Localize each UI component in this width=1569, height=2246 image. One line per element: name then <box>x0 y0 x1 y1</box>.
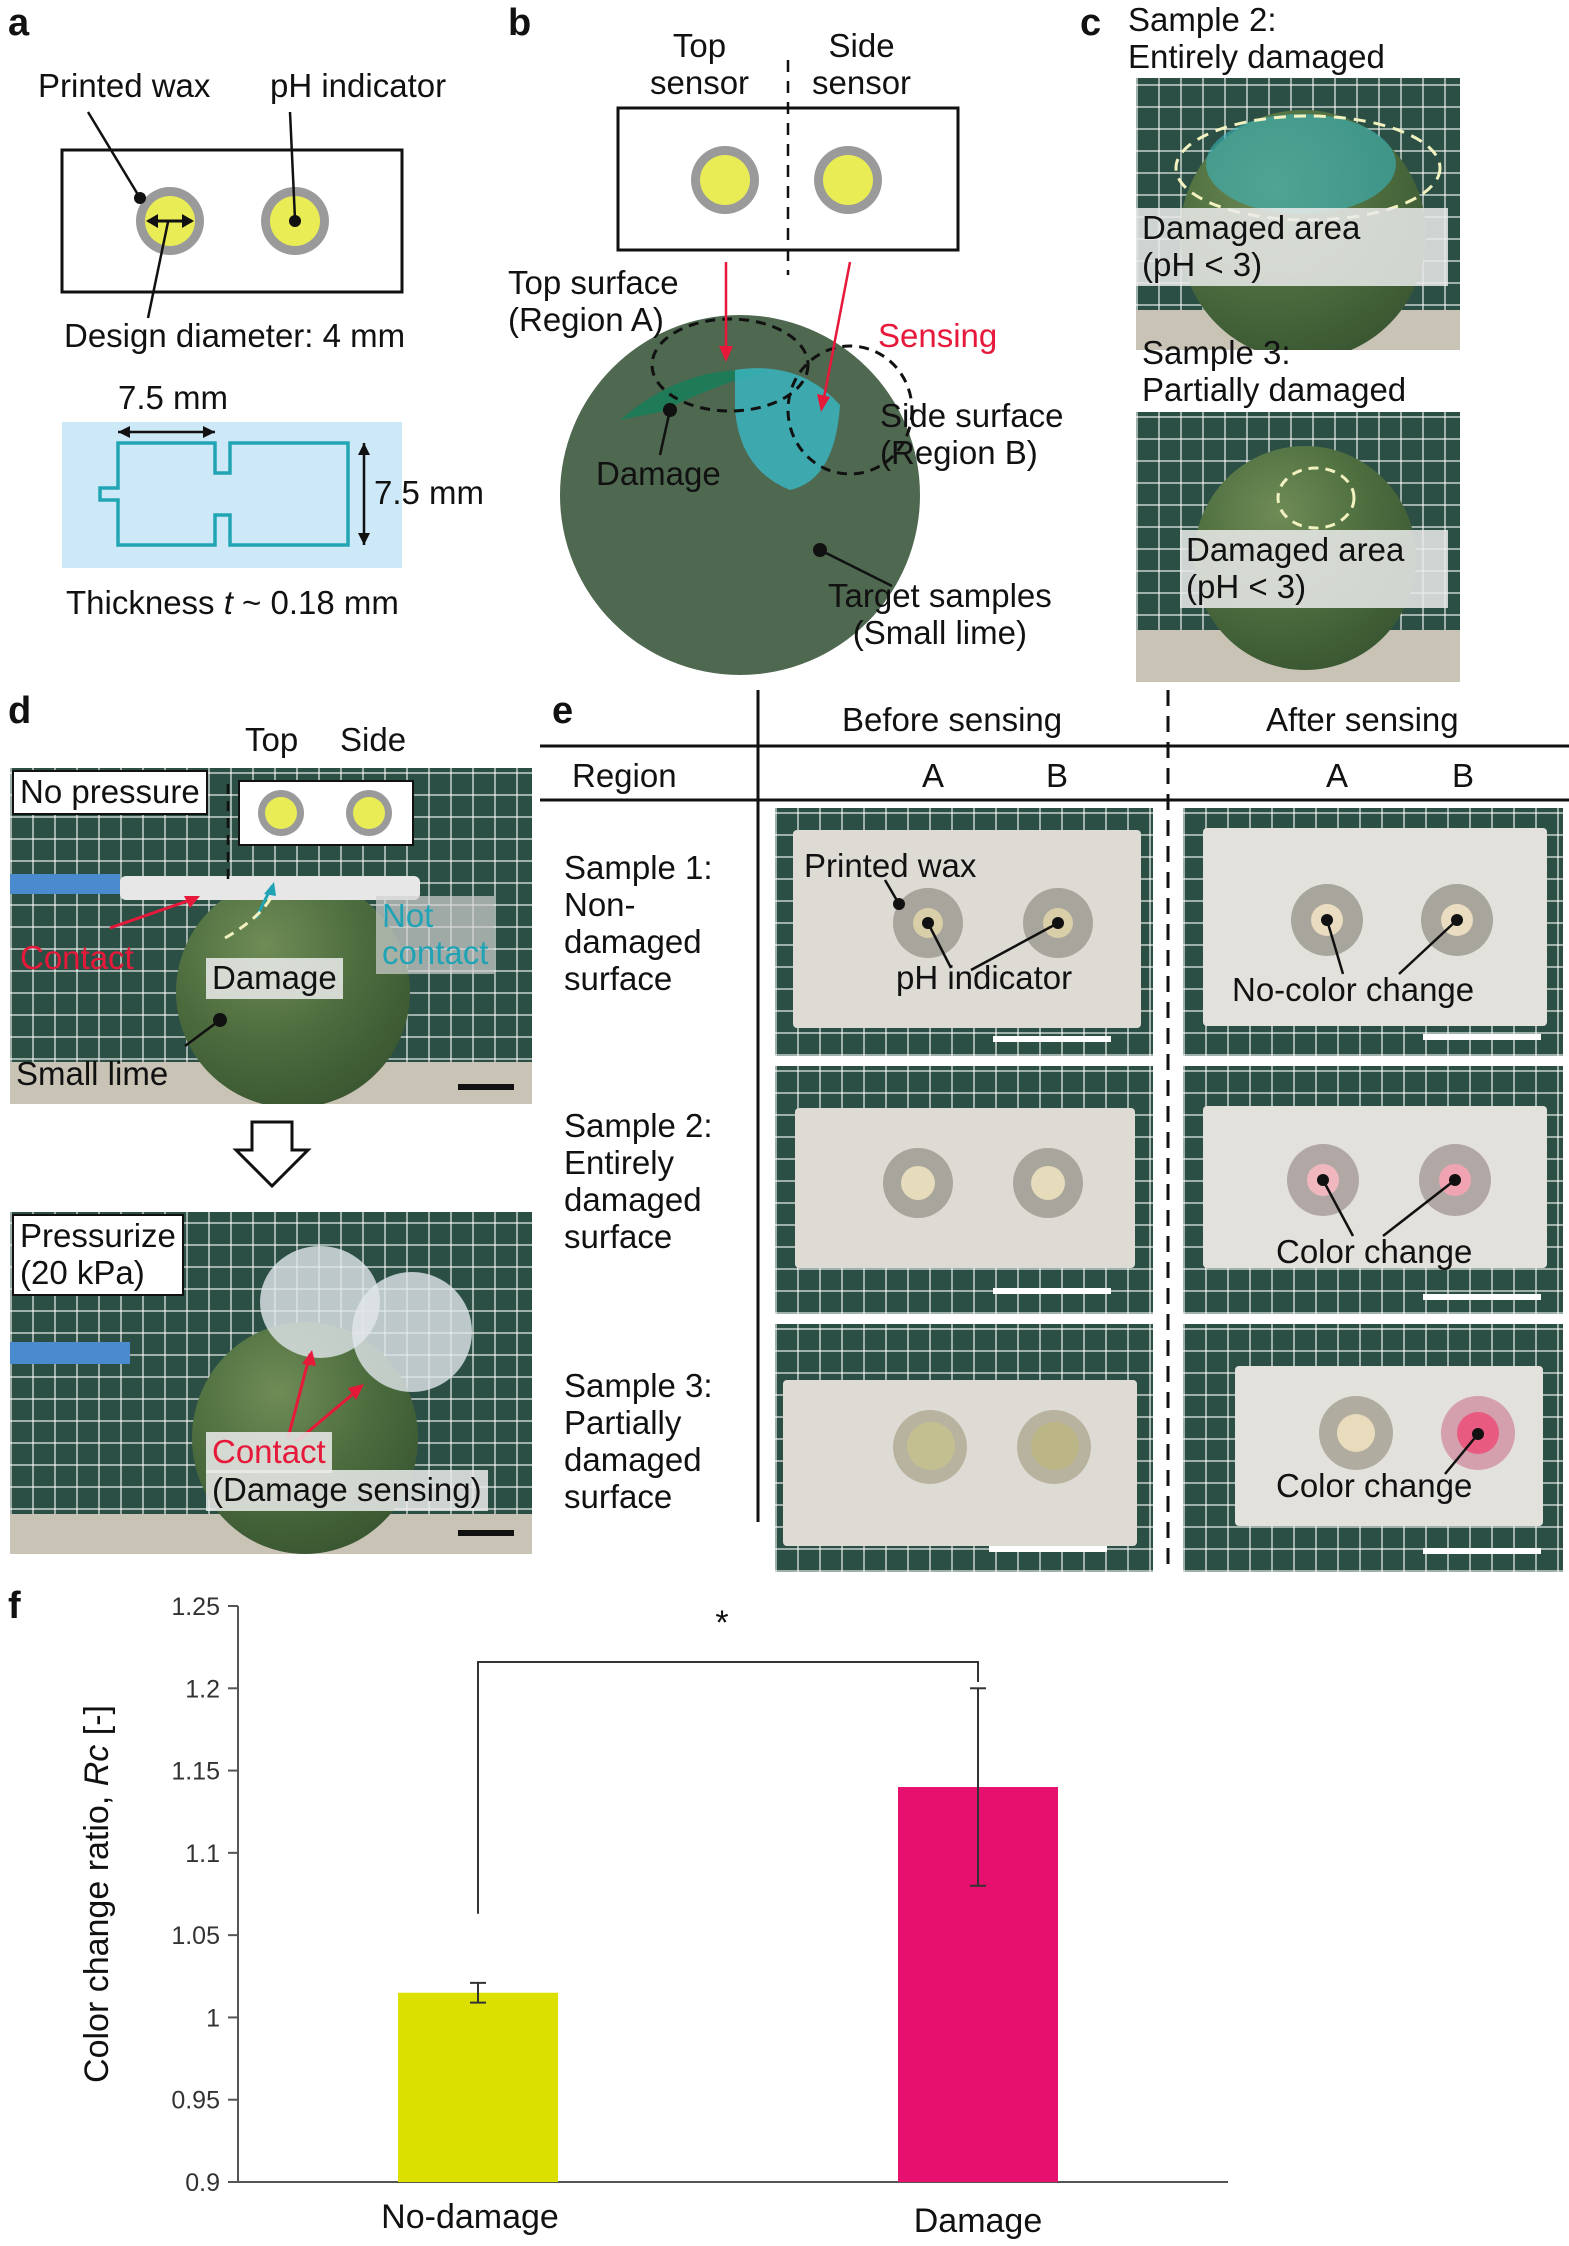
y-axis-label: Color change ratio, Rc [-] <box>78 1705 116 2083</box>
e-table-grid <box>540 690 1569 1570</box>
target-samples-label: Target samples(Small lime) <box>828 577 1052 651</box>
before-sensing-header: Before sensing <box>842 701 1063 738</box>
damage-label-b: Damage <box>596 455 721 492</box>
before-col-a: A <box>922 757 945 794</box>
d-side-label: Side <box>340 721 407 758</box>
ph-indicator-label: pH indicator <box>270 67 447 104</box>
panel-label-f: f <box>8 1585 21 1627</box>
contact-label: Contact <box>20 939 134 976</box>
bar-no-damage <box>398 1992 558 2182</box>
pressurize-box: Pressurize(20 kPa) <box>12 1214 184 1296</box>
after-col-a: A <box>1326 757 1349 794</box>
sensor-diagram-a <box>60 111 404 568</box>
damage-sensing-label: (Damage sensing) <box>206 1470 488 1511</box>
x-category-label: No-damage <box>381 2198 559 2236</box>
sensing-label: Sensing <box>878 317 998 354</box>
color-change-label-3: Color change <box>1276 1467 1473 1504</box>
width-dimension-label: 7.5 mm <box>118 379 229 416</box>
panel-label-e: e <box>552 690 574 732</box>
small-lime-label: Small lime <box>16 1055 169 1092</box>
d-top-label: Top <box>245 721 299 758</box>
thickness-label: Thickness t ~ 0.18 mm <box>66 584 399 621</box>
before-col-b: B <box>1046 757 1069 794</box>
significance-marker: * <box>715 1604 728 1642</box>
y-tick-label: 1.2 <box>185 1675 220 1703</box>
after-sensing-header: After sensing <box>1266 701 1459 738</box>
significance-bracket <box>477 1661 979 1914</box>
y-tick-label: 1 <box>206 2004 220 2032</box>
y-tick-label: 0.9 <box>185 2169 220 2197</box>
sample2-title: Sample 2:Entirely damaged <box>1128 1 1385 75</box>
y-tick-label: 1.25 <box>171 1593 220 1621</box>
x-category-label: Damage <box>914 2202 1043 2240</box>
y-tick-label: 1.15 <box>171 1758 220 1786</box>
side-surface-label: Side surface(Region B) <box>880 397 1064 471</box>
no-color-change-label: No-color change <box>1232 971 1475 1008</box>
s1-after-photo <box>1183 808 1563 1056</box>
e-printed-wax-label: Printed wax <box>804 847 977 884</box>
panel-label-b: b <box>508 2 532 44</box>
sample3-damaged-area-box: Damaged area(pH < 3) <box>1180 530 1448 608</box>
no-pressure-box: No pressure <box>12 770 208 815</box>
s3-after-photo <box>1183 1324 1563 1572</box>
color-change-label-2: Color change <box>1276 1233 1473 1270</box>
y-tick-label: 1.1 <box>185 1840 220 1868</box>
d-sensor-inset <box>238 780 414 846</box>
region-header: Region <box>572 757 677 794</box>
design-diameter-label: Design diameter: 4 mm <box>64 317 406 354</box>
contact2-label: Contact <box>206 1432 332 1473</box>
s2-before-photo <box>775 1066 1153 1314</box>
down-arrow-icon <box>232 1120 312 1189</box>
panel-label-d: d <box>8 690 32 732</box>
y-tick-label: 1.05 <box>171 1922 220 1950</box>
sample3-title: Sample 3:Partially damaged <box>1142 334 1407 408</box>
s3-before-photo <box>775 1324 1153 1572</box>
d-damage-label: Damage <box>206 958 343 999</box>
after-col-b: B <box>1452 757 1475 794</box>
panel-label-c: c <box>1080 2 1102 44</box>
top-surface-label: Top surface(Region A) <box>508 264 679 338</box>
height-dimension-label: 7.5 mm <box>374 474 485 511</box>
panel-label-a: a <box>8 2 30 44</box>
s1-before-photo <box>775 808 1153 1056</box>
sample2-damaged-area-box: Damaged area(pH < 3) <box>1136 208 1448 286</box>
y-tick-label: 0.95 <box>171 2087 220 2115</box>
e-ph-indicator-label: pH indicator <box>896 959 1073 996</box>
s2-after-photo <box>1183 1066 1563 1314</box>
printed-wax-label: Printed wax <box>38 67 211 104</box>
sensing-diagram-b <box>560 60 960 675</box>
